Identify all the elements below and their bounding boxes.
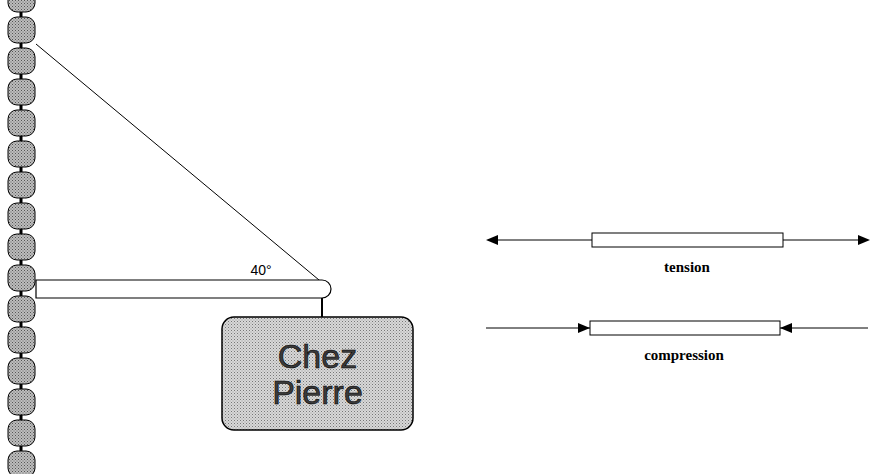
tension-symbol xyxy=(486,233,870,247)
sign-text: Chez Pierre xyxy=(248,338,388,410)
stone-wall xyxy=(8,0,35,474)
support-cable xyxy=(36,44,325,285)
legend-label: tension xyxy=(664,259,710,276)
sign-board xyxy=(222,317,413,430)
legend-label: compression xyxy=(644,347,724,364)
angle-label: 40° xyxy=(250,262,271,278)
sign-node: Chez Pierre xyxy=(222,317,413,430)
boom-strut xyxy=(36,280,331,298)
sign-hanger xyxy=(321,298,323,318)
compression-symbol xyxy=(486,321,868,335)
